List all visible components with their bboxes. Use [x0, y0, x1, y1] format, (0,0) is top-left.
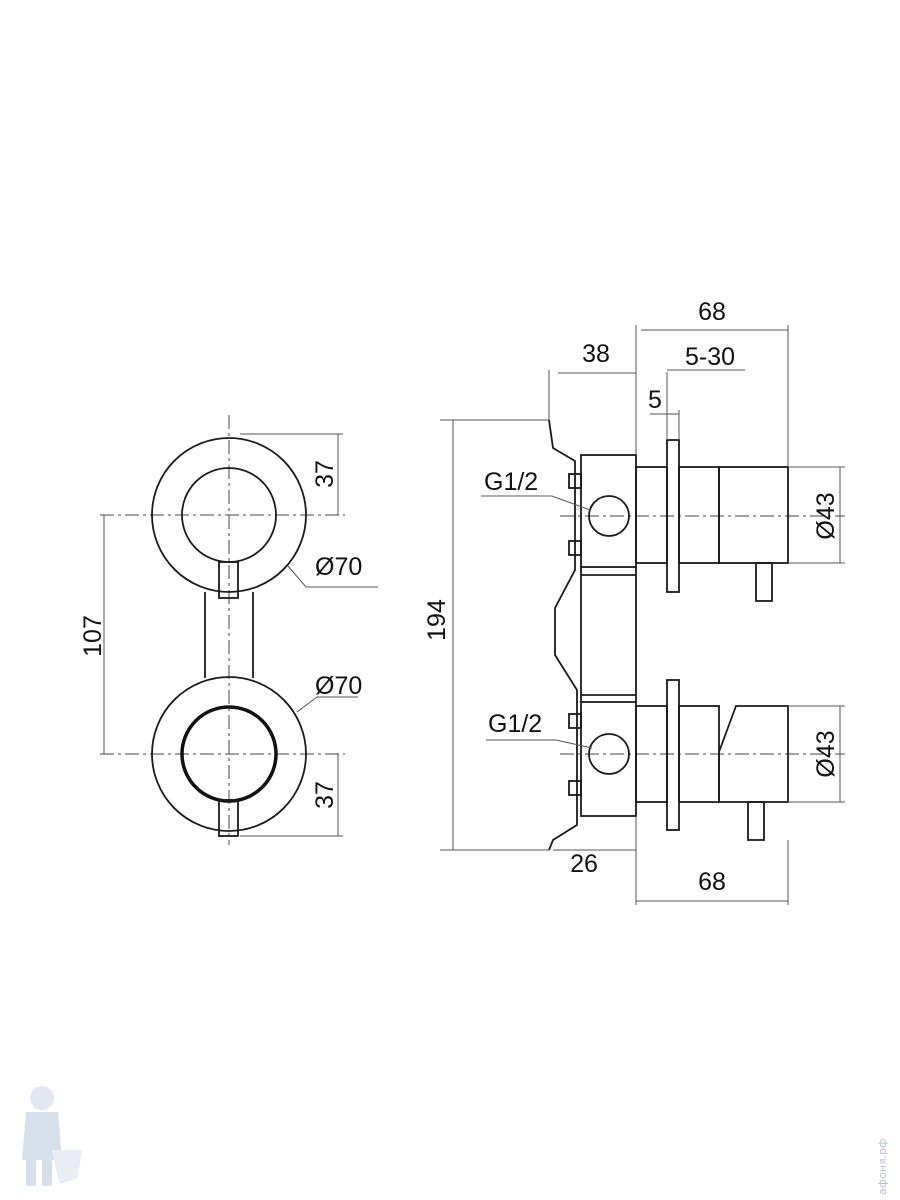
bottom-handle-lever — [747, 801, 765, 841]
top-tab-upper — [568, 473, 582, 489]
front-view: 107 37 37 Ø70 Ø70 — [79, 415, 378, 845]
bottom-cover-plate — [666, 679, 680, 831]
g12-top-leader — [481, 495, 591, 511]
g12-top-label: G1/2 — [484, 468, 538, 496]
logo-head — [30, 1086, 54, 1110]
g12-bottom-leader — [486, 739, 593, 749]
dia-43-bottom-label: Ø43 — [812, 730, 840, 777]
dim-107-label: 107 — [79, 615, 107, 657]
dia-70-bottom-label: Ø70 — [315, 672, 362, 700]
dim-194-label: 194 — [423, 599, 451, 641]
dim-37-top-label: 37 — [311, 460, 339, 488]
bottom-lever — [218, 799, 239, 837]
top-connection-circle — [588, 495, 630, 537]
top-lever — [218, 561, 239, 599]
top-tab-lower — [568, 540, 582, 556]
top-handle-neck — [678, 466, 720, 564]
dim-5-label: 5 — [648, 386, 662, 414]
logo-leg-right — [42, 1160, 52, 1186]
dim-26-label: 26 — [570, 850, 598, 878]
logo-body — [22, 1112, 62, 1160]
top-spindle — [635, 466, 668, 564]
bottom-handle-circle — [180, 705, 278, 803]
watermark-text: афоня.рф — [876, 1138, 889, 1195]
bottom-rosette-outer — [151, 676, 307, 832]
bottom-tab-lower — [568, 780, 582, 796]
dia-70-top-leader — [287, 565, 378, 588]
side-view: 194 38 68 5-30 5 G1/2 G1/2 Ø43 Ø43 — [423, 298, 845, 905]
dim-68-bottom-label: 68 — [698, 868, 726, 896]
wall-profile — [548, 419, 578, 851]
logo-toilet — [52, 1150, 82, 1184]
dim-5-30-label: 5-30 — [685, 343, 735, 371]
dim-68-top-label: 68 — [698, 298, 726, 326]
dia-70-bottom-leader — [296, 696, 358, 713]
top-handle-lever — [755, 562, 773, 602]
bottom-connection-circle — [588, 733, 630, 775]
logo-leg-left — [26, 1160, 36, 1186]
dia-70-top-label: Ø70 — [315, 553, 362, 581]
top-handle-body — [718, 466, 789, 564]
dim-37-bottom-label: 37 — [311, 781, 339, 809]
bottom-spindle — [635, 705, 668, 803]
bottom-tab-upper — [568, 713, 582, 729]
brand-logo — [22, 1086, 82, 1186]
top-rosette-outer — [151, 437, 307, 593]
g12-bottom-label: G1/2 — [488, 710, 542, 738]
dim-38-label: 38 — [582, 340, 610, 368]
dia-43-top-label: Ø43 — [812, 492, 840, 539]
